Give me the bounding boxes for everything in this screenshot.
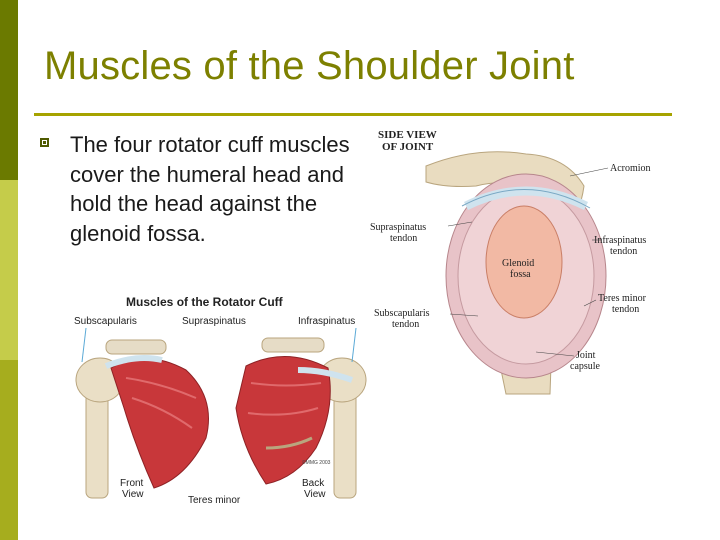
square-bullet-icon [40,138,49,147]
sidebar-segment-mid [0,360,18,540]
label-supraspinatus-tendon: Supraspinatus [370,222,426,233]
slide-sidebar [0,0,18,540]
label-back: Back [302,478,325,489]
sidebar-segment-dark [0,0,18,180]
label-acromion: Acromion [610,163,651,174]
title-underline [34,113,672,116]
front-view-shoulder [75,327,209,499]
label-glenoid: Glenoid [502,258,534,269]
glenoid-fossa [485,205,563,319]
slide-title: Muscles of the Shoulder Joint [44,44,575,88]
label-teres-minor: Teres minor [188,495,241,506]
label-infraspinatus: Infraspinatus [298,316,355,327]
label-infraspinatus-tendon: Infraspinatus [594,235,646,246]
label-infraspinatus-tendon-2: tendon [610,246,637,257]
label-teres-minor-tendon-2: tendon [612,304,639,315]
rotator-cuff-illustration: Muscles of the Rotator Cuff Subscapulari… [74,295,367,506]
label-glenoid-fossa: fossa [510,269,531,280]
rotator-cuff-title: Muscles of the Rotator Cuff [126,295,284,309]
label-copyright: ©MMG 2003 [302,459,331,466]
back-view-shoulder [235,327,367,499]
label-front: Front [120,478,144,489]
label-front-view: View [122,489,144,500]
side-view-heading-1: SIDE VIEW [378,129,437,141]
label-teres-minor-tendon: Teres minor [598,293,647,304]
label-subscapularis-tendon-2: tendon [392,319,419,330]
bullet-text: The four rotator cuff muscles cover the … [70,132,350,246]
side-view-heading-2: OF JOINT [382,141,434,153]
label-supraspinatus: Supraspinatus [182,316,246,327]
label-joint-capsule: Joint [576,350,596,361]
label-joint-capsule-2: capsule [570,361,601,372]
label-back-view: View [304,489,326,500]
side-view-illustration: SIDE VIEW OF JOINT Acromion Supraspinatu… [370,129,651,395]
label-subscapularis-tendon: Subscapularis [374,308,430,319]
label-supraspinatus-tendon-2: tendon [390,233,417,244]
sidebar-segment-light [0,180,18,360]
label-subscapularis: Subscapularis [74,316,137,327]
